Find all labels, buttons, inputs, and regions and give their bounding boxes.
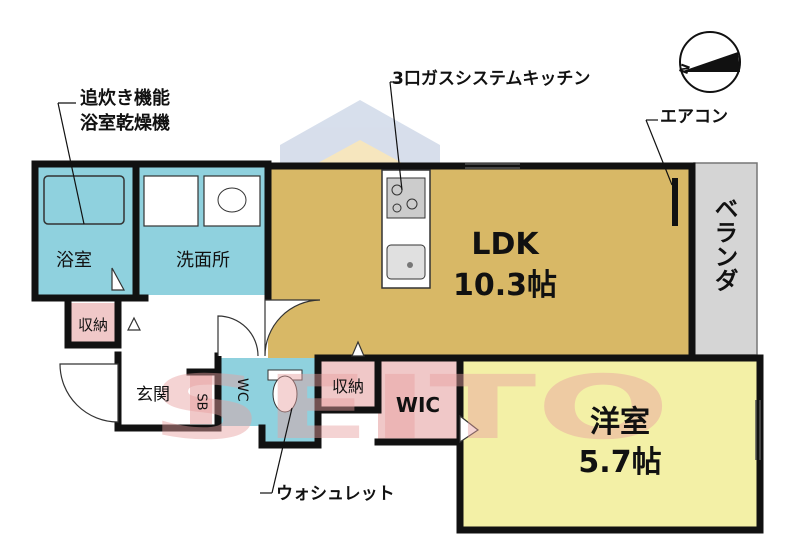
windows	[465, 163, 761, 460]
wc-room	[220, 358, 316, 426]
storage-room-2	[318, 360, 376, 408]
wc-label: WC	[234, 378, 250, 402]
sink	[386, 244, 426, 280]
kitchen-counter	[381, 169, 431, 289]
shoe-box	[190, 372, 212, 424]
ldk-label: LDK	[471, 227, 540, 262]
western-label: 洋室	[590, 405, 650, 440]
stove	[386, 177, 426, 219]
entrance	[118, 355, 190, 425]
wic-label: WIC	[396, 393, 440, 417]
entrance-label: 玄関	[136, 385, 170, 405]
western-size-label: 5.7帖	[578, 445, 661, 480]
western-room	[458, 360, 758, 528]
dryer-annotation: 浴室乾燥機	[80, 112, 170, 134]
reheat-annotation: 追炊き機能	[80, 87, 170, 109]
kitchen-annotation: 3口ガスシステムキッチン	[392, 69, 590, 89]
compass-icon: N	[676, 31, 741, 93]
ldk-size-label: 10.3帖	[453, 268, 557, 303]
sb-label: SB	[194, 393, 209, 410]
washroom-label: 洗面所	[176, 250, 230, 271]
aircon-annotation: エアコン	[660, 107, 728, 127]
washroom-fixtures	[143, 175, 261, 227]
annotation-leaders	[57, 81, 673, 494]
bathtub	[43, 175, 125, 225]
aircon-unit	[672, 178, 678, 226]
toilet	[267, 369, 303, 413]
storage-room-1	[70, 303, 118, 343]
doors	[59, 267, 480, 444]
wc-room-lower	[264, 426, 316, 442]
wic-room	[378, 360, 458, 440]
storage-2-label: 収納	[332, 377, 364, 396]
compass-north-label: N	[676, 62, 693, 76]
storage-1-label: 収納	[78, 316, 108, 334]
veranda	[693, 162, 758, 356]
ldk-room	[268, 166, 692, 358]
bath-label: 浴室	[56, 250, 92, 271]
washlet-annotation: ウォシュレット	[276, 484, 395, 504]
watermark-text: SEITO	[150, 356, 670, 459]
veranda-label: ベランダ	[710, 196, 738, 292]
